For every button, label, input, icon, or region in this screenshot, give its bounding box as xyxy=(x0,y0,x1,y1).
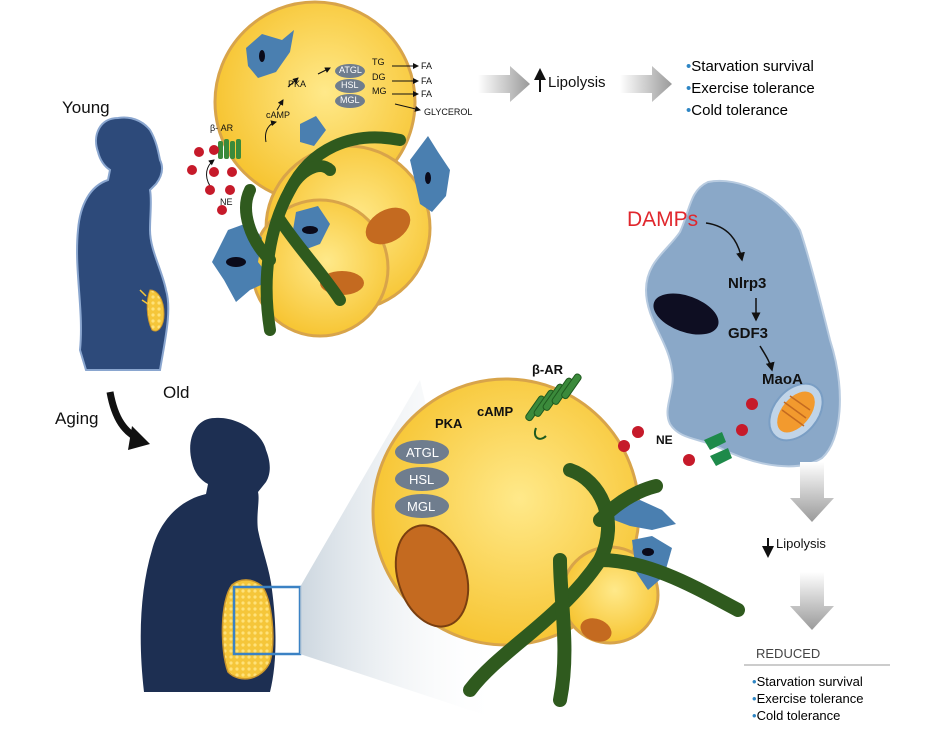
atgl-pill-large xyxy=(395,440,449,464)
atgl-pill-small xyxy=(335,64,365,78)
nlrp3-label: Nlrp3 xyxy=(728,275,767,292)
pka-large-label: PKA xyxy=(435,416,463,431)
mgl-pill-large xyxy=(395,494,449,518)
old-outcome-1: •Starvation survival xyxy=(752,674,863,689)
pka-small-label: PKA xyxy=(288,79,307,89)
young-outcome-1: •Starvation survival xyxy=(686,58,814,75)
gray-arrow-2 xyxy=(620,66,672,102)
nerve-young xyxy=(240,131,406,336)
ne-large-label: NE xyxy=(656,433,673,447)
tg-label: TG xyxy=(372,57,385,67)
young-outcome-2: •Exercise tolerance xyxy=(686,80,815,97)
beta-ar-large-label: β-AR xyxy=(532,362,564,377)
atgl-small-label: ATGL xyxy=(339,65,362,75)
beta-ar-small-receptor xyxy=(218,139,241,159)
beta-ar-small-label: β- AR xyxy=(210,123,234,133)
macrophage-arrows xyxy=(705,222,775,372)
young-silhouette xyxy=(76,116,170,371)
fa-label-3: FA xyxy=(421,89,433,99)
ne-dots-large xyxy=(618,398,758,466)
glycerol-label: GLYCEROL xyxy=(424,107,473,117)
gdf3-label: GDF3 xyxy=(728,325,769,342)
gray-arrow-down-2 xyxy=(790,572,834,630)
aging-label: Aging xyxy=(55,409,99,428)
maoa-label: MaoA xyxy=(762,371,803,388)
hsl-small-label: HSL xyxy=(341,80,359,90)
old-outcome-3: •Cold tolerance xyxy=(752,708,841,723)
reduced-label: REDUCED xyxy=(756,646,821,661)
hsl-pill-large xyxy=(395,467,449,491)
large-macrophage xyxy=(644,179,841,468)
damps-label: DAMPs xyxy=(627,208,699,231)
old-outcome-2: •Exercise tolerance xyxy=(752,691,864,706)
old-label: Old xyxy=(163,383,190,402)
ne-dots-young xyxy=(187,145,251,215)
mgl-small-label: MGL xyxy=(340,95,360,105)
gray-arrow-1 xyxy=(478,66,530,102)
dg-label: DG xyxy=(372,72,386,82)
mg-label: MG xyxy=(372,86,387,96)
mgl-large-label: MGL xyxy=(407,499,436,514)
ne-transporter xyxy=(704,432,732,466)
hsl-large-label: HSL xyxy=(409,472,435,487)
mgl-pill-small xyxy=(335,94,365,108)
atgl-large-label: ATGL xyxy=(406,445,439,460)
ne-small-label: NE xyxy=(220,197,233,207)
young-label: Young xyxy=(62,98,110,117)
nerve-old xyxy=(463,463,745,707)
gray-arrow-down-1 xyxy=(790,462,834,522)
lipolysis-down-label: Lipolysis xyxy=(776,536,826,551)
fa-label-1: FA xyxy=(421,61,433,71)
camp-large-label: cAMP xyxy=(477,404,514,419)
young-outcome-3: •Cold tolerance xyxy=(686,102,788,119)
hsl-pill-small xyxy=(335,79,365,93)
beta-ar-large-receptor xyxy=(525,373,582,440)
fa-label-2: FA xyxy=(421,76,433,86)
lipolysis-up-label: Lipolysis xyxy=(548,74,606,91)
camp-small-label: cAMP xyxy=(266,110,291,120)
small-pathway-arrows xyxy=(206,63,421,187)
